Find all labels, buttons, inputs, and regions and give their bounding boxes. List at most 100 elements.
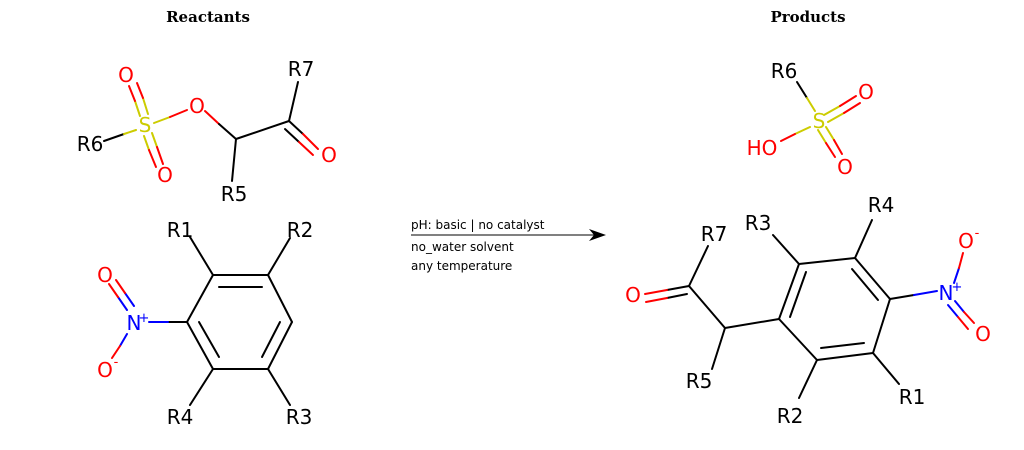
product-nitroaryl-ketone: R3 R4 R1 R2 N + O - O O R7 R5	[625, 193, 991, 428]
oxygen-atom: O	[118, 63, 134, 87]
bond	[854, 219, 873, 259]
r6-label: R6	[77, 132, 104, 156]
negative-charge: -	[114, 355, 119, 370]
bond	[843, 102, 861, 114]
r5-label: R5	[686, 369, 713, 393]
reactants-header: Reactants	[166, 8, 250, 26]
bond	[231, 138, 237, 182]
bond	[963, 311, 975, 324]
products-header: Products	[770, 8, 845, 26]
r2-label: R2	[777, 404, 804, 428]
r7-label: R7	[701, 222, 728, 246]
bond	[957, 316, 969, 330]
bond	[103, 133, 125, 142]
bond	[108, 283, 119, 298]
reaction-arrow: pH: basic | no catalyst no_water solvent…	[411, 218, 606, 273]
bond	[778, 263, 800, 320]
condition-ph: pH: basic | no catalyst	[411, 218, 545, 232]
bond	[854, 257, 891, 300]
sulfur-atom: S	[813, 109, 826, 133]
bond	[288, 81, 299, 122]
hydroxyl-group: HO	[747, 136, 778, 160]
bond	[153, 116, 171, 124]
bond	[778, 318, 818, 361]
r6-label: R6	[771, 59, 798, 83]
negative-charge: -	[975, 226, 980, 241]
r1-label: R1	[167, 218, 194, 242]
bond	[115, 279, 126, 294]
bond	[851, 268, 879, 301]
condition-solvent: no_water solvent	[411, 240, 514, 254]
bond	[688, 285, 726, 329]
reactant-sulfonate-ester: R6 S O O O O R7 R5	[77, 57, 337, 206]
bond	[798, 359, 818, 399]
positive-charge: +	[952, 280, 963, 295]
bond	[267, 237, 291, 276]
bond	[839, 95, 857, 107]
oxygen-atom: O	[97, 263, 113, 287]
bond	[947, 304, 959, 318]
bond	[780, 133, 796, 142]
bond	[644, 289, 668, 295]
bond	[298, 141, 314, 156]
bond	[958, 252, 964, 269]
bond	[261, 321, 281, 358]
oxygen-atom: O	[97, 358, 113, 382]
bond	[688, 245, 709, 287]
bond	[218, 123, 237, 140]
bond	[198, 321, 220, 358]
bond	[823, 105, 841, 116]
r3-label: R3	[745, 211, 772, 235]
bond	[666, 293, 688, 299]
bond	[872, 352, 900, 385]
bond	[128, 85, 136, 102]
bond	[953, 267, 960, 284]
bond	[820, 342, 865, 349]
arrow-head-icon	[589, 229, 606, 241]
bond	[136, 82, 144, 99]
oxygen-atom: O	[321, 143, 337, 167]
r7-label: R7	[288, 57, 315, 81]
bond	[235, 120, 290, 140]
r3-label: R3	[286, 405, 313, 429]
bond	[134, 100, 141, 117]
bond	[954, 300, 965, 313]
sulfur-atom: S	[139, 113, 152, 137]
bond	[186, 274, 214, 323]
bond	[267, 274, 293, 323]
bond	[772, 234, 800, 265]
bond	[148, 149, 157, 168]
r5-label: R5	[221, 182, 248, 206]
oxygen-atom: O	[157, 163, 173, 187]
bond	[806, 97, 816, 112]
oxygen-atom: O	[858, 80, 874, 104]
bond	[913, 290, 938, 296]
bond	[142, 97, 149, 115]
bond	[204, 110, 220, 125]
bond	[825, 126, 835, 141]
bond	[833, 139, 843, 155]
r4-label: R4	[167, 405, 194, 429]
oxygen-atom: O	[189, 94, 205, 118]
bond	[817, 129, 827, 144]
bond	[151, 132, 158, 148]
bond	[156, 146, 164, 165]
r1-label: R1	[899, 385, 926, 409]
condition-temperature: any temperature	[411, 259, 512, 273]
oxygen-atom: O	[975, 322, 991, 346]
bond	[284, 128, 300, 143]
bond	[666, 285, 690, 291]
bond	[143, 135, 150, 151]
bond	[789, 271, 807, 318]
bond	[186, 321, 214, 370]
oxygen-atom: O	[625, 283, 641, 307]
bond	[889, 294, 915, 300]
oxygen-atom: O	[958, 229, 974, 253]
bond	[816, 352, 874, 361]
bond	[123, 129, 137, 135]
r4-label: R4	[868, 193, 895, 217]
bond	[189, 236, 214, 276]
bond	[267, 321, 293, 370]
bond	[827, 112, 845, 123]
